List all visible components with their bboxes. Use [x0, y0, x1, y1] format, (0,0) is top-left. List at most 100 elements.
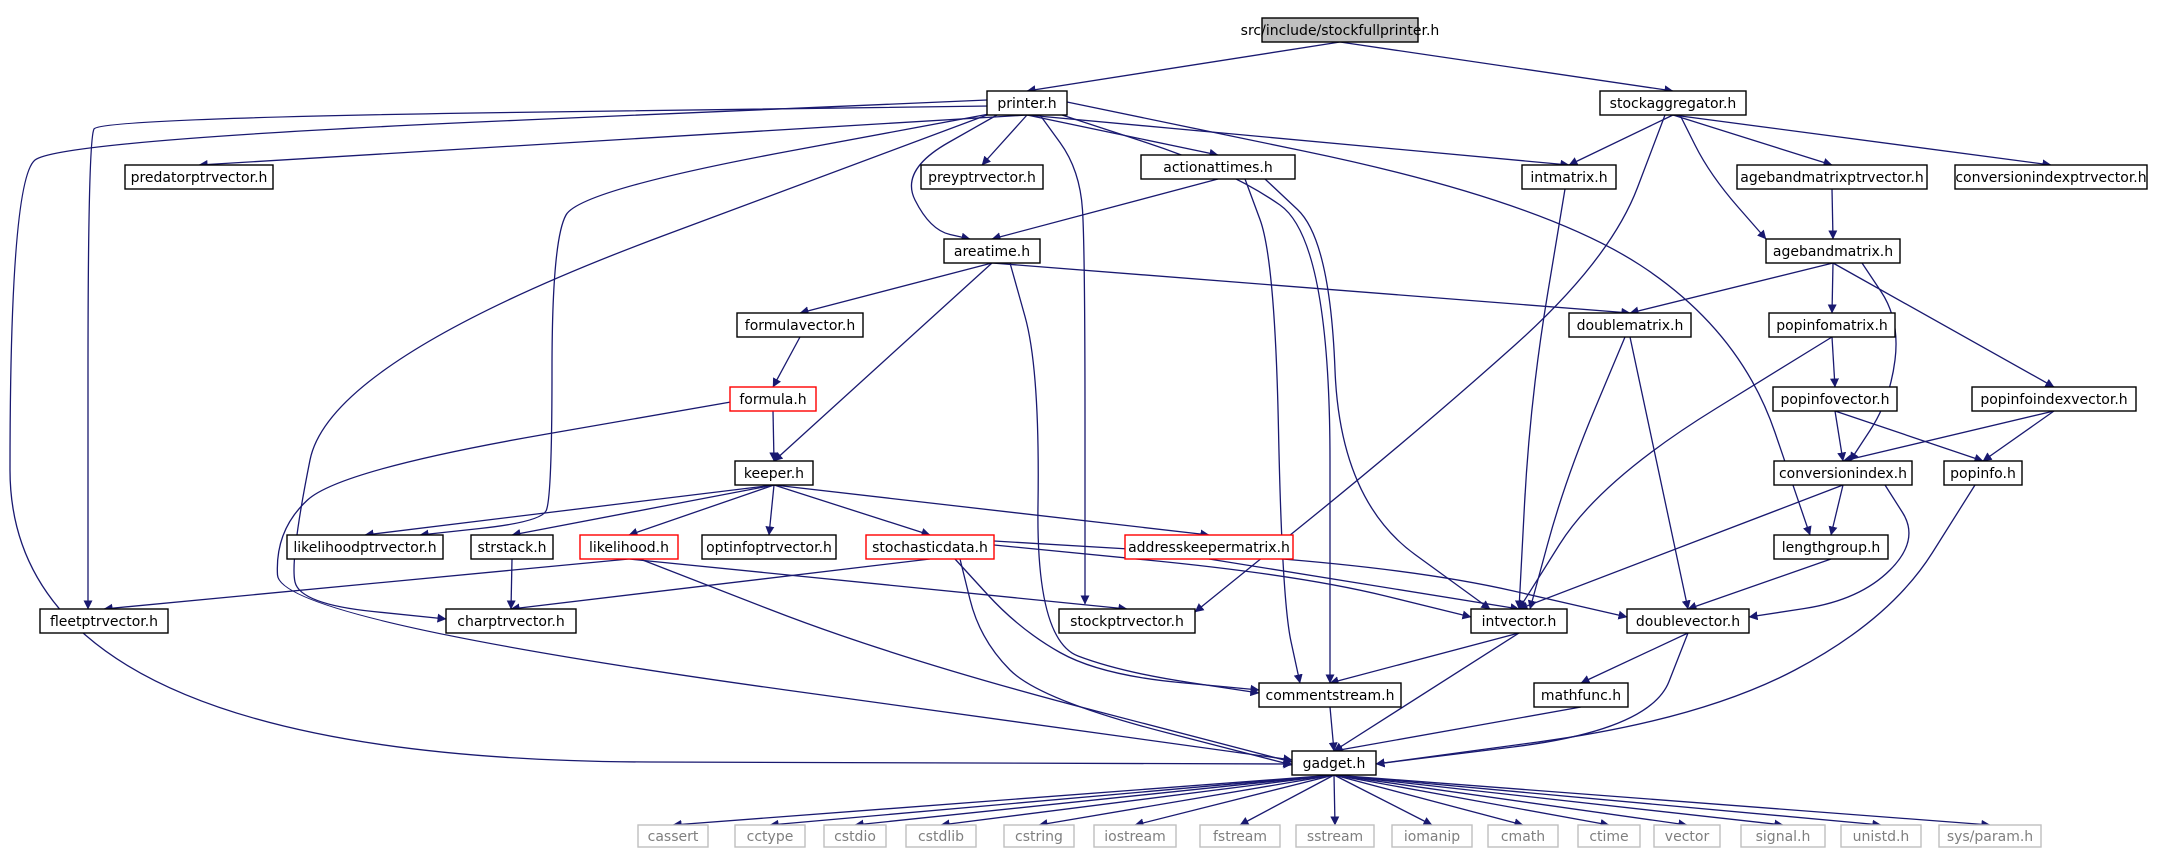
node-box — [637, 824, 709, 848]
node-label: likelihood.h — [589, 540, 669, 556]
edge-actionattimes-to-commentstream — [1244, 178, 1303, 684]
node-strstack[interactable]: strstack.h — [470, 534, 554, 560]
node-label: areatime.h — [954, 244, 1030, 260]
node-cstring: cstring — [1003, 824, 1075, 848]
node-label: intvector.h — [1482, 614, 1557, 630]
edge-root-to-stockaggregator — [1339, 41, 1674, 95]
node-label: strstack.h — [477, 540, 546, 556]
node-commentstream[interactable]: commentstream.h — [1258, 682, 1402, 708]
node-intmatrix[interactable]: intmatrix.h — [1521, 164, 1617, 190]
node-label: actionattimes.h — [1163, 160, 1272, 176]
node-areatime[interactable]: areatime.h — [943, 238, 1041, 264]
node-keeper[interactable]: keeper.h — [734, 460, 814, 486]
dependency-edges — [9, 41, 2055, 829]
node-stockptrvector[interactable]: stockptrvector.h — [1058, 608, 1196, 634]
edge-gadget-to-vector — [1333, 774, 1688, 829]
node-label: unistd.h — [1853, 829, 1910, 845]
node-label: addresskeepermatrix.h — [1128, 540, 1290, 556]
node-agebandmatrixptrvector[interactable]: agebandmatrixptrvector.h — [1736, 164, 1928, 190]
node-root[interactable]: src/include/stockfullprinter.h — [1241, 17, 1440, 43]
node-conversionindexptrvector[interactable]: conversionindexptrvector.h — [1954, 164, 2148, 190]
node-actionattimes[interactable]: actionattimes.h — [1140, 154, 1296, 180]
node-label: agebandmatrix.h — [1773, 244, 1893, 260]
node-doublevector[interactable]: doublevector.h — [1626, 608, 1750, 634]
node-stochasticdata[interactable]: stochasticdata.h — [865, 534, 995, 560]
node-label: signal.h — [1756, 829, 1811, 845]
node-formulavector[interactable]: formulavector.h — [736, 312, 864, 338]
node-label: agebandmatrixptrvector.h — [1740, 170, 1924, 186]
node-label: printer.h — [997, 96, 1056, 112]
node-agebandmatrix[interactable]: agebandmatrix.h — [1765, 238, 1901, 264]
edge-gadget-to-signal — [1333, 774, 1784, 829]
node-popinfoindexvector[interactable]: popinfoindexvector.h — [1971, 386, 2137, 412]
node-box — [1003, 824, 1075, 848]
node-mathfunc[interactable]: mathfunc.h — [1533, 682, 1629, 708]
node-box — [865, 534, 995, 560]
edge-gadget-to-unistd — [1333, 774, 1882, 829]
edge-stockaggregator-to-agebandmatrixptrvector — [1672, 114, 1833, 167]
node-intvector[interactable]: intvector.h — [1470, 608, 1568, 634]
node-label: popinfoindexvector.h — [1980, 392, 2127, 408]
node-cctype: cctype — [734, 824, 806, 848]
node-box — [1058, 608, 1196, 634]
node-label: conversionindex.h — [1779, 466, 1907, 482]
edge-conversionindex-to-doublevector — [1748, 484, 1910, 621]
edge-printer-to-intmatrix — [1026, 114, 1570, 169]
edge-keeper-to-strstack — [511, 484, 775, 538]
node-predatorptrvector[interactable]: predatorptrvector.h — [124, 164, 274, 190]
node-box — [470, 534, 554, 560]
edge-printer-to-areatime — [910, 114, 998, 242]
node-conversionindex[interactable]: conversionindex.h — [1773, 460, 1913, 486]
edge-popinfovector-to-popinfo — [1834, 410, 1984, 463]
node-addresskeepermatrix[interactable]: addresskeepermatrix.h — [1124, 534, 1294, 560]
edge-popinfomatrix-to-intvector — [1518, 336, 1833, 610]
node-optinfoptrvector[interactable]: optinfoptrvector.h — [701, 534, 837, 560]
node-preyptrvector[interactable]: preyptrvector.h — [920, 164, 1044, 190]
node-box — [1736, 164, 1928, 190]
node-label: gadget.h — [1303, 756, 1366, 772]
node-likelihoodptrvector[interactable]: likelihoodptrvector.h — [286, 534, 444, 560]
node-box — [1773, 534, 1889, 560]
node-charptrvector[interactable]: charptrvector.h — [445, 608, 577, 634]
node-label: iomanip — [1404, 829, 1460, 845]
node-label: lengthgroup.h — [1782, 540, 1881, 556]
edge-stockaggregator-to-agebandmatrix — [1679, 114, 1767, 240]
node-fleetptrvector[interactable]: fleetptrvector.h — [39, 608, 169, 634]
edge-intmatrix-to-intvector — [1514, 188, 1566, 610]
edge-keeper-to-stochasticdata — [773, 484, 931, 537]
edge-printer-to-commentstream — [1061, 114, 1335, 684]
edge-areatime-to-commentstream — [1009, 262, 1260, 697]
node-label: intmatrix.h — [1530, 170, 1607, 186]
node-formula[interactable]: formula.h — [729, 386, 817, 412]
node-doublematrix[interactable]: doublematrix.h — [1568, 312, 1692, 338]
node-popinfo[interactable]: popinfo.h — [1943, 460, 2023, 486]
node-lengthgroup[interactable]: lengthgroup.h — [1773, 534, 1889, 560]
node-popinfovector[interactable]: popinfovector.h — [1772, 386, 1898, 412]
node-box — [729, 386, 817, 412]
node-label: predatorptrvector.h — [131, 170, 268, 186]
node-label: sstream — [1307, 829, 1363, 845]
edge-mathfunc-to-gadget — [1333, 706, 1582, 754]
edge-printer-to-charptrvector — [293, 111, 996, 623]
node-sstream: sstream — [1295, 824, 1375, 848]
node-label: mathfunc.h — [1541, 688, 1621, 704]
node-sysparam: sys/param.h — [1938, 824, 2042, 848]
node-box — [1568, 312, 1692, 338]
node-popinfomatrix[interactable]: popinfomatrix.h — [1768, 312, 1896, 338]
node-box — [734, 824, 806, 848]
node-gadget[interactable]: gadget.h — [1291, 750, 1377, 776]
node-likelihood[interactable]: likelihood.h — [579, 534, 679, 560]
edge-agebandmatrix-to-conversionindex — [1849, 262, 1897, 462]
node-label: popinfovector.h — [1780, 392, 1889, 408]
node-box — [1140, 154, 1296, 180]
edge-doublevector-to-gadget — [1375, 632, 1689, 768]
node-iomanip: iomanip — [1391, 824, 1473, 848]
node-printer[interactable]: printer.h — [986, 90, 1068, 116]
edge-likelihood-to-fleetptrvector — [103, 558, 630, 613]
node-label: doublevector.h — [1636, 614, 1740, 630]
node-stockaggregator[interactable]: stockaggregator.h — [1599, 90, 1747, 116]
node-label: stochasticdata.h — [872, 540, 988, 556]
node-box — [1765, 238, 1901, 264]
edge-intvector-to-gadget — [1333, 632, 1520, 752]
